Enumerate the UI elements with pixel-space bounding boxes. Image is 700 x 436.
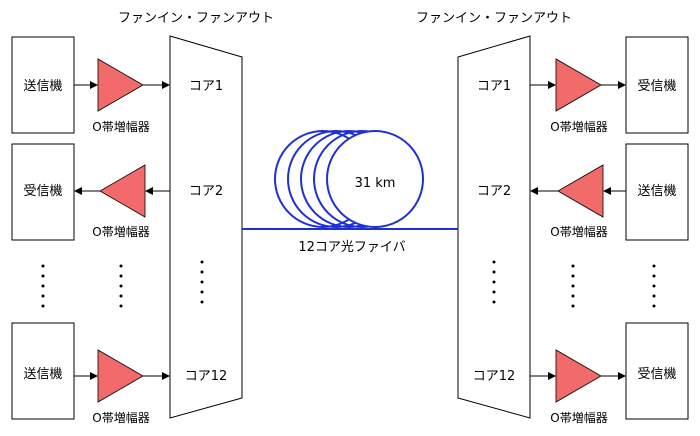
- right-core-12-label: コア12: [473, 369, 516, 384]
- right-amplifier-2: [557, 164, 604, 218]
- left-box-2-label: 受信機: [23, 184, 62, 199]
- right-amplifier-2-label: O帯増幅器: [550, 224, 607, 239]
- right-box-3: [625, 322, 689, 420]
- left-box-3: [11, 322, 75, 420]
- right-fan-in-out-device: [457, 35, 531, 419]
- left-box-3-label: 送信機: [23, 367, 62, 382]
- left-amplifier-1-label: O帯増幅器: [92, 119, 149, 134]
- fiber-spool: [242, 130, 458, 230]
- right-amplifier-1-label: O帯増幅器: [550, 119, 607, 134]
- left-amplifier-1: [97, 58, 144, 112]
- left-amplifier-3-label: O帯増幅器: [92, 410, 149, 425]
- dots-left-box-column: [41, 264, 45, 308]
- fiber-type-label: 12コア光ファイバ: [298, 240, 405, 255]
- left-core-12-label: コア12: [185, 369, 228, 384]
- right-fan-in-out-title: ファンイン・ファンアウト: [416, 11, 572, 26]
- right-amplifier-1: [555, 58, 602, 112]
- dots-right-amp-column: [571, 264, 575, 308]
- fiber-loop-5: [326, 130, 424, 228]
- left-amplifier-2: [99, 164, 146, 218]
- left-fan-in-out-title: ファンイン・ファンアウト: [118, 11, 274, 26]
- right-core-2-label: コア2: [477, 184, 511, 199]
- left-fan-in-out-device: [169, 35, 243, 419]
- ellipsis-dots: [41, 260, 656, 308]
- left-box-1-label: 送信機: [23, 79, 62, 94]
- dots-right-box-column: [652, 264, 656, 308]
- right-box-2: [625, 143, 689, 241]
- left-box-1: [11, 36, 75, 134]
- right-amplifier-3-label: O帯増幅器: [550, 410, 607, 425]
- right-core-1-label: コア1: [477, 79, 511, 94]
- dots-right-core-column: [492, 260, 496, 304]
- right-box-1: [625, 36, 689, 134]
- dots-left-amp-column: [119, 264, 123, 308]
- left-amplifier-2-label: O帯増幅器: [92, 224, 149, 239]
- left-core-1-label: コア1: [189, 79, 223, 94]
- left-amplifier-3: [97, 349, 144, 403]
- fiber-length-label: 31 km: [355, 176, 396, 191]
- right-box-2-label: 送信機: [637, 184, 676, 199]
- left-core-2-label: コア2: [189, 184, 223, 199]
- right-amplifier-3: [555, 349, 602, 403]
- right-box-1-label: 受信機: [637, 79, 676, 94]
- dots-left-core-column: [200, 260, 204, 304]
- right-box-3-label: 受信機: [637, 367, 676, 382]
- left-box-2: [11, 143, 75, 241]
